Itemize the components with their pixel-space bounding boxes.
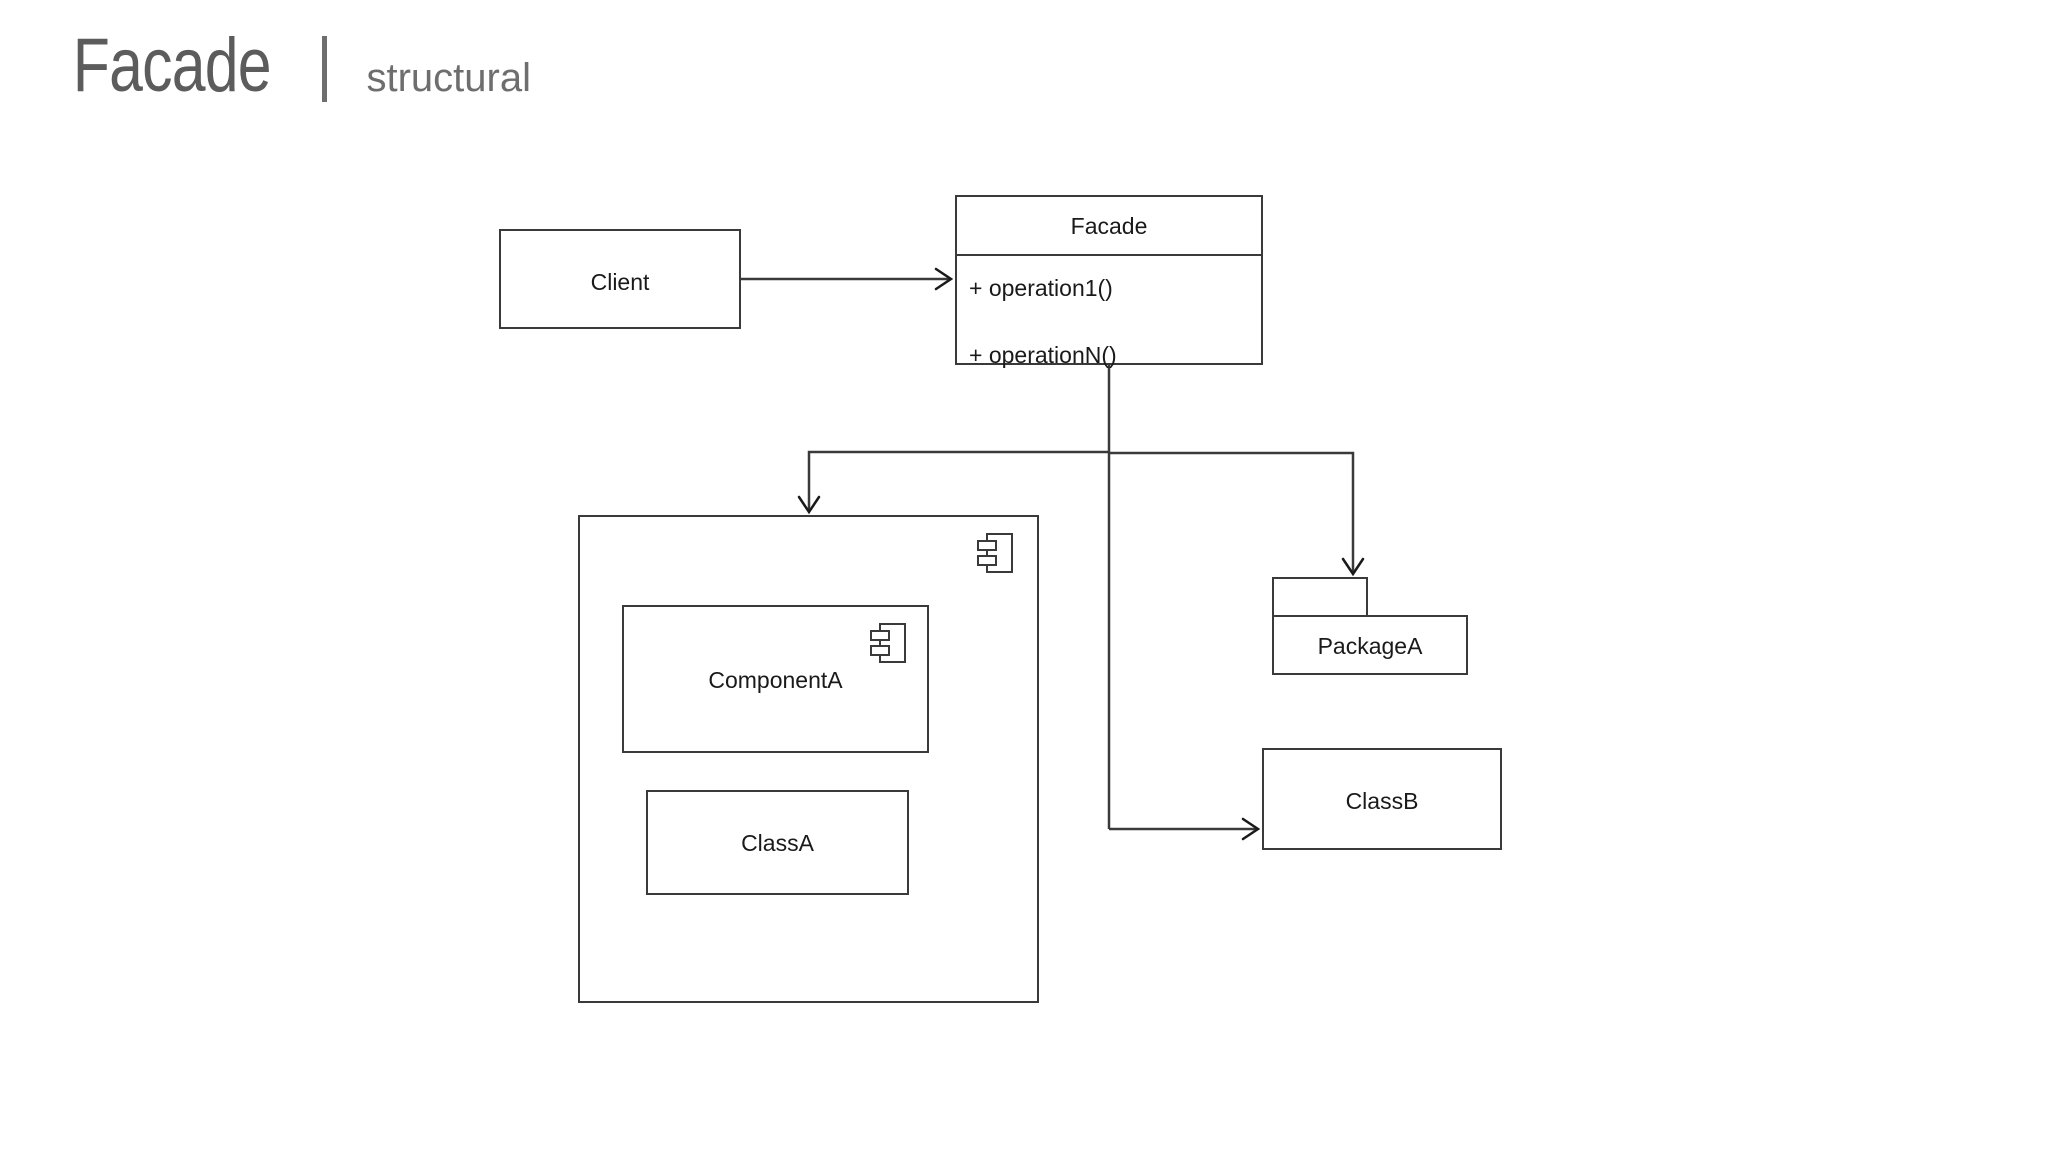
arrowhead-packagea <box>1341 557 1365 577</box>
uml-operation-item: + operation1() <box>969 275 1113 301</box>
arrowhead-classb <box>1241 817 1261 841</box>
uml-node-facade-label: Facade <box>1070 213 1148 239</box>
title-divider <box>321 36 327 102</box>
uml-node-componenta-label: ComponentA <box>708 667 843 693</box>
package-tab <box>1272 577 1368 617</box>
uml-node-classb[interactable]: ClassB <box>1262 748 1502 850</box>
component-icon <box>977 533 1013 573</box>
arrowhead-client-facade <box>934 267 954 291</box>
uml-node-client-label: Client <box>590 269 650 295</box>
uml-node-componenta[interactable]: ComponentA <box>622 605 929 753</box>
uml-node-classa-label: ClassA <box>741 830 814 856</box>
uml-node-subsystem[interactable] <box>578 515 1039 1003</box>
uml-node-facade[interactable]: Facade + operation1() + operationN() <box>955 195 1263 368</box>
edge-facade-packagea <box>1109 451 1355 572</box>
component-icon <box>870 623 906 663</box>
uml-node-packagea-label: PackageA <box>1317 633 1423 659</box>
uml-node-classa[interactable]: ClassA <box>646 790 909 895</box>
uml-operation-item: + operationN() <box>969 342 1117 368</box>
uml-node-facade-operations-compartment: + operation1() + operationN() <box>957 254 1261 368</box>
uml-node-facade-title-compartment: Facade <box>957 197 1261 256</box>
uml-node-client[interactable]: Client <box>499 229 741 329</box>
page-title: Facade <box>72 23 272 108</box>
package-body: PackageA <box>1272 615 1468 675</box>
edge-facade-subsystem <box>807 450 1109 510</box>
uml-node-classb-label: ClassB <box>1345 788 1419 814</box>
arrowhead-subsystem <box>797 495 821 515</box>
pattern-category-label: structural <box>366 56 532 100</box>
uml-node-packagea[interactable]: PackageA <box>1272 577 1468 675</box>
page-header: Facade structural <box>48 22 531 108</box>
